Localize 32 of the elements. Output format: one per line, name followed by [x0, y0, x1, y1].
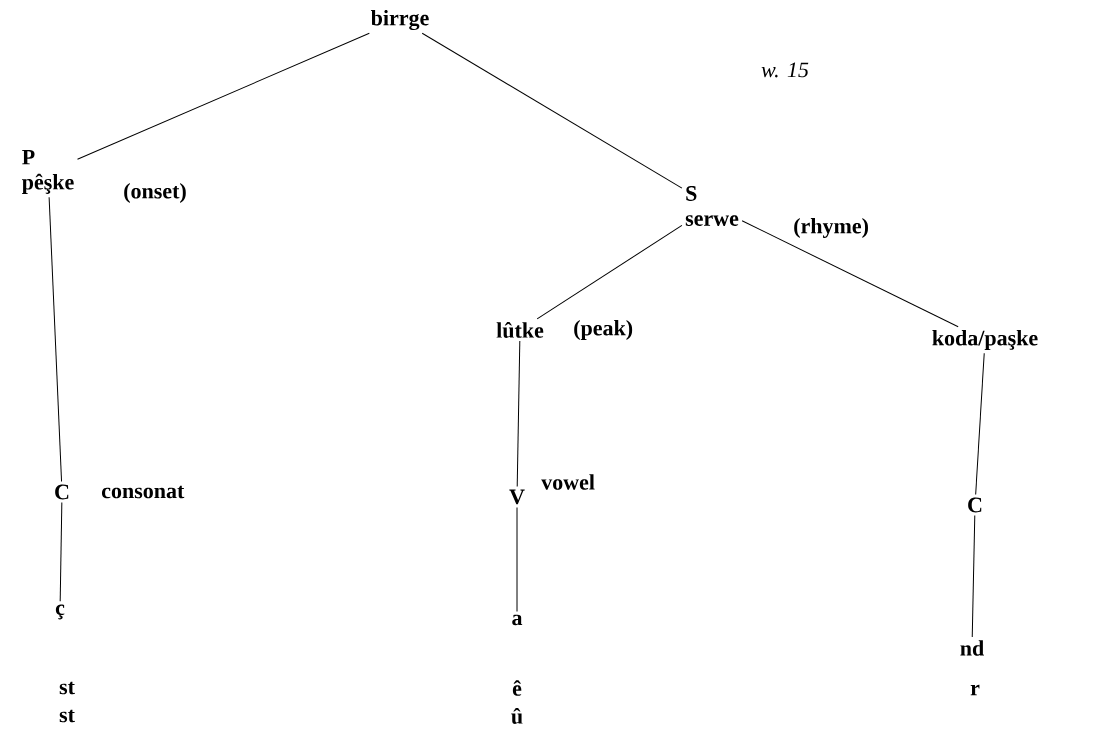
- annotation-text: consonat: [101, 485, 185, 499]
- tree-node-label: C: [968, 497, 982, 513]
- tree-branch-line: [741, 220, 959, 328]
- tree-node-label: C: [55, 484, 69, 500]
- tree-branch-line: [59, 502, 63, 602]
- segment-text: st: [59, 709, 75, 723]
- segment-text: st: [59, 681, 75, 695]
- tree-node-label: a: [512, 614, 523, 626]
- tree-branch-line: [516, 507, 518, 613]
- tree-node-label: lûtke: [496, 322, 544, 338]
- segment-text: û: [511, 708, 523, 724]
- annotation-text: (peak): [574, 320, 633, 340]
- tree-branch-line: [421, 32, 683, 189]
- tree-branch-line: [48, 196, 63, 482]
- tree-branch-line: [536, 224, 683, 320]
- annotation-text: vowel: [541, 474, 595, 490]
- annotation-text: (rhyme): [794, 218, 868, 238]
- tree-node-label: S serwe: [685, 186, 739, 226]
- segment-text: r: [970, 684, 980, 696]
- tree-branch-line: [975, 352, 985, 495]
- tree-branch-line: [971, 515, 976, 638]
- tree-branch-line: [77, 32, 370, 160]
- tree-branch-line: [516, 340, 521, 487]
- tree-node-label: birrge: [370, 9, 429, 31]
- tree-node-label: koda/paşke: [932, 330, 1038, 350]
- page-note: w. 15: [761, 62, 809, 78]
- tree-node-label: V: [509, 489, 525, 505]
- tree-node-label: ç: [55, 604, 65, 620]
- annotation-text: (onset): [124, 183, 186, 203]
- tree-node-label: P pêşke: [22, 149, 74, 195]
- tree-node-label: nd: [960, 640, 984, 656]
- segment-text: ê: [512, 680, 522, 696]
